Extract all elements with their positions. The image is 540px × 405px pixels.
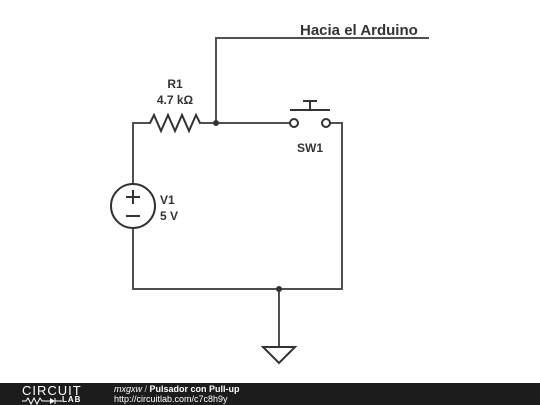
switch-name: SW1 (297, 141, 323, 155)
junction-bottom (276, 286, 282, 292)
wire-top-left (132, 122, 151, 185)
voltage-source-v1 (110, 183, 156, 229)
pushbutton-sw1 (289, 100, 331, 128)
net-label-arduino: Hacia el Arduino (300, 22, 418, 39)
resistor-value: 4.7 kΩ (157, 93, 194, 107)
footer-separator: / (142, 384, 150, 394)
ground-symbol (260, 346, 298, 365)
resistor-r1 (149, 112, 201, 134)
logo-wave-icon (22, 397, 62, 405)
resistor-name: R1 (167, 77, 183, 91)
circuit-schematic: Hacia el Arduino R1 4.7 kΩ V1 5 V SW1 (110, 22, 429, 365)
footer-user[interactable]: mxgxw (114, 384, 143, 394)
wire-arduino (215, 37, 429, 124)
source-value: 5 V (160, 209, 178, 223)
footer-url-link[interactable]: http://circuitlab.com/c7c8h9y (114, 394, 228, 404)
junction-top (213, 120, 219, 126)
logo-circuit-text: CIRCUIT (22, 383, 82, 398)
footer-project-line: mxgxw / Pulsador con Pull-up (114, 384, 240, 394)
wire-sw-right (132, 122, 343, 290)
source-name: V1 (160, 193, 175, 207)
logo-lab-text: LAB (62, 395, 82, 404)
footer-bar: CIRCUIT LAB mxgxw / Pulsador con Pull-up… (0, 383, 540, 405)
footer-title: Pulsador con Pull-up (149, 384, 240, 394)
